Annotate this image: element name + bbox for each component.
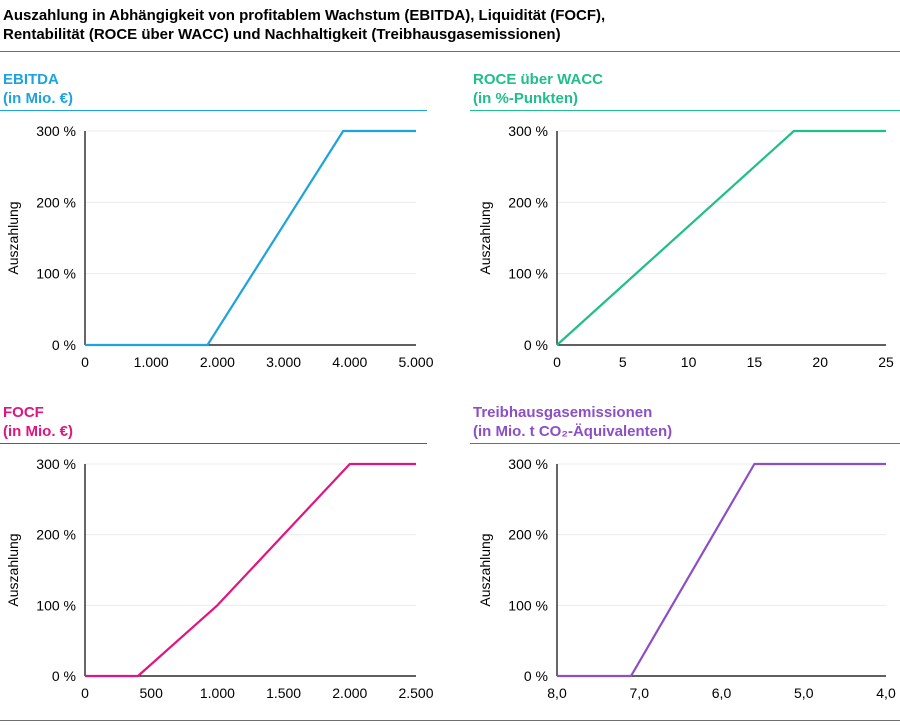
ebitda-chart: 0 % 100 % 200 % 300 % 0 1.000 2.000 3.000 4.000 5… [5,123,434,370]
ebitda-series-line [85,129,416,347]
roce-x-tick-label: 10 [681,354,697,370]
title-divider [0,51,900,52]
focf-x-tick-label: 2.500 [398,685,433,701]
ebitda-y-tick-label: 200 % [36,194,76,210]
focf-x-tick-label: 1.500 [266,685,301,701]
ghg-x-tick-label: 5,0 [794,685,814,701]
ebitda-panel-title: EBITDA (in Mio. €) [3,70,73,108]
focf-x-tick-label: 2.000 [332,685,367,701]
focf-y-tick-label: 300 % [36,456,76,472]
focf-x-tick-label: 500 [140,685,164,701]
roce-x-tick-label: 15 [747,354,763,370]
roce-title-line-2: (in %-Punkten) [473,90,578,107]
focf-y-axis-label: Auszahlung [5,533,21,606]
ghg-y-tick-label: 200 % [508,527,548,543]
ebitda-y-axis-label: Auszahlung [5,201,21,274]
ebitda-title-line-2: (in Mio. €) [3,90,73,107]
ebitda-panel-divider [0,110,427,111]
roce-y-axis-label: Auszahlung [477,201,493,274]
ghg-y-tick-label: 0 % [524,668,548,684]
ebitda-title-line-1: EBITDA [3,71,59,88]
roce-chart: 0 % 100 % 200 % 300 % 0 5 10 15 20 25 Auszahlung [477,123,894,370]
focf-title-line-1: FOCF [3,404,44,421]
ebitda-x-tick-label: 5.000 [398,354,433,370]
focf-y-tick-label: 200 % [36,527,76,543]
chart-title-line-1: Auszahlung in Abhängigkeit von profitabl… [3,7,606,24]
chart-title-line-2: Rentabilität (ROCE über WACC) und Nachha… [3,26,561,43]
focf-y-tick-label: 100 % [36,597,76,613]
focf-x-tick-label: 0 [81,685,89,701]
focf-series-line [85,462,416,678]
ghg-series-line [557,462,886,678]
focf-chart: 0 % 100 % 200 % 300 % 0 500 1.000 1.500 2.000 2.5… [5,456,434,701]
roce-x-tick-label: 20 [812,354,828,370]
ebitda-y-tick-label: 0 % [52,337,76,353]
roce-title-line-1: ROCE über WACC [473,71,604,88]
roce-y-tick-label: 300 % [508,123,548,139]
roce-panel-title: ROCE über WACC (in %-Punkten) [473,70,603,108]
ghg-y-tick-label: 100 % [508,597,548,613]
roce-y-tick-label: 0 % [524,337,548,353]
focf-y-tick-label: 0 % [52,668,76,684]
focf-x-tick-label: 1.000 [200,685,235,701]
ghg-title-line-2: (in Mio. t CO₂-Äquivalenten) [473,423,673,440]
roce-y-tick-label: 100 % [508,266,548,282]
bottom-divider [0,720,900,721]
ebitda-x-tick-label: 1.000 [134,354,169,370]
focf-panel-divider [0,443,427,444]
roce-series-line [556,129,886,346]
roce-x-tick-label: 25 [878,354,894,370]
chart-title: Auszahlung in Abhängigkeit von profitabl… [3,6,883,44]
ebitda-y-tick-label: 300 % [36,123,76,139]
ebitda-x-tick-label: 4.000 [332,354,367,370]
ghg-title-line-1: Treibhausgasemissionen [473,404,653,421]
ghg-x-tick-label: 8,0 [547,685,567,701]
ghg-x-tick-label: 4,0 [876,685,896,701]
roce-y-tick-label: 200 % [508,194,548,210]
ghg-panel-divider [470,443,900,444]
ebitda-x-tick-label: 0 [81,354,89,370]
focf-panel-title: FOCF (in Mio. €) [3,403,73,441]
ghg-panel-title: Treibhausgasemissionen (in Mio. t CO₂-Äq… [473,403,672,441]
ghg-x-tick-label: 6,0 [712,685,732,701]
ebitda-y-tick-label: 100 % [36,266,76,282]
roce-x-tick-label: 0 [553,354,561,370]
ghg-chart: 0 % 100 % 200 % 300 % 8,0 7,0 6,0 5,0 4,0 Auszahl… [477,456,896,701]
roce-panel-divider [470,110,900,111]
ghg-y-axis-label: Auszahlung [477,533,493,606]
focf-title-line-2: (in Mio. €) [3,423,73,440]
roce-x-tick-label: 5 [619,354,627,370]
ghg-y-tick-label: 300 % [508,456,548,472]
ebitda-x-tick-label: 3.000 [266,354,301,370]
ghg-x-tick-label: 7,0 [630,685,650,701]
ebitda-x-tick-label: 2.000 [200,354,235,370]
